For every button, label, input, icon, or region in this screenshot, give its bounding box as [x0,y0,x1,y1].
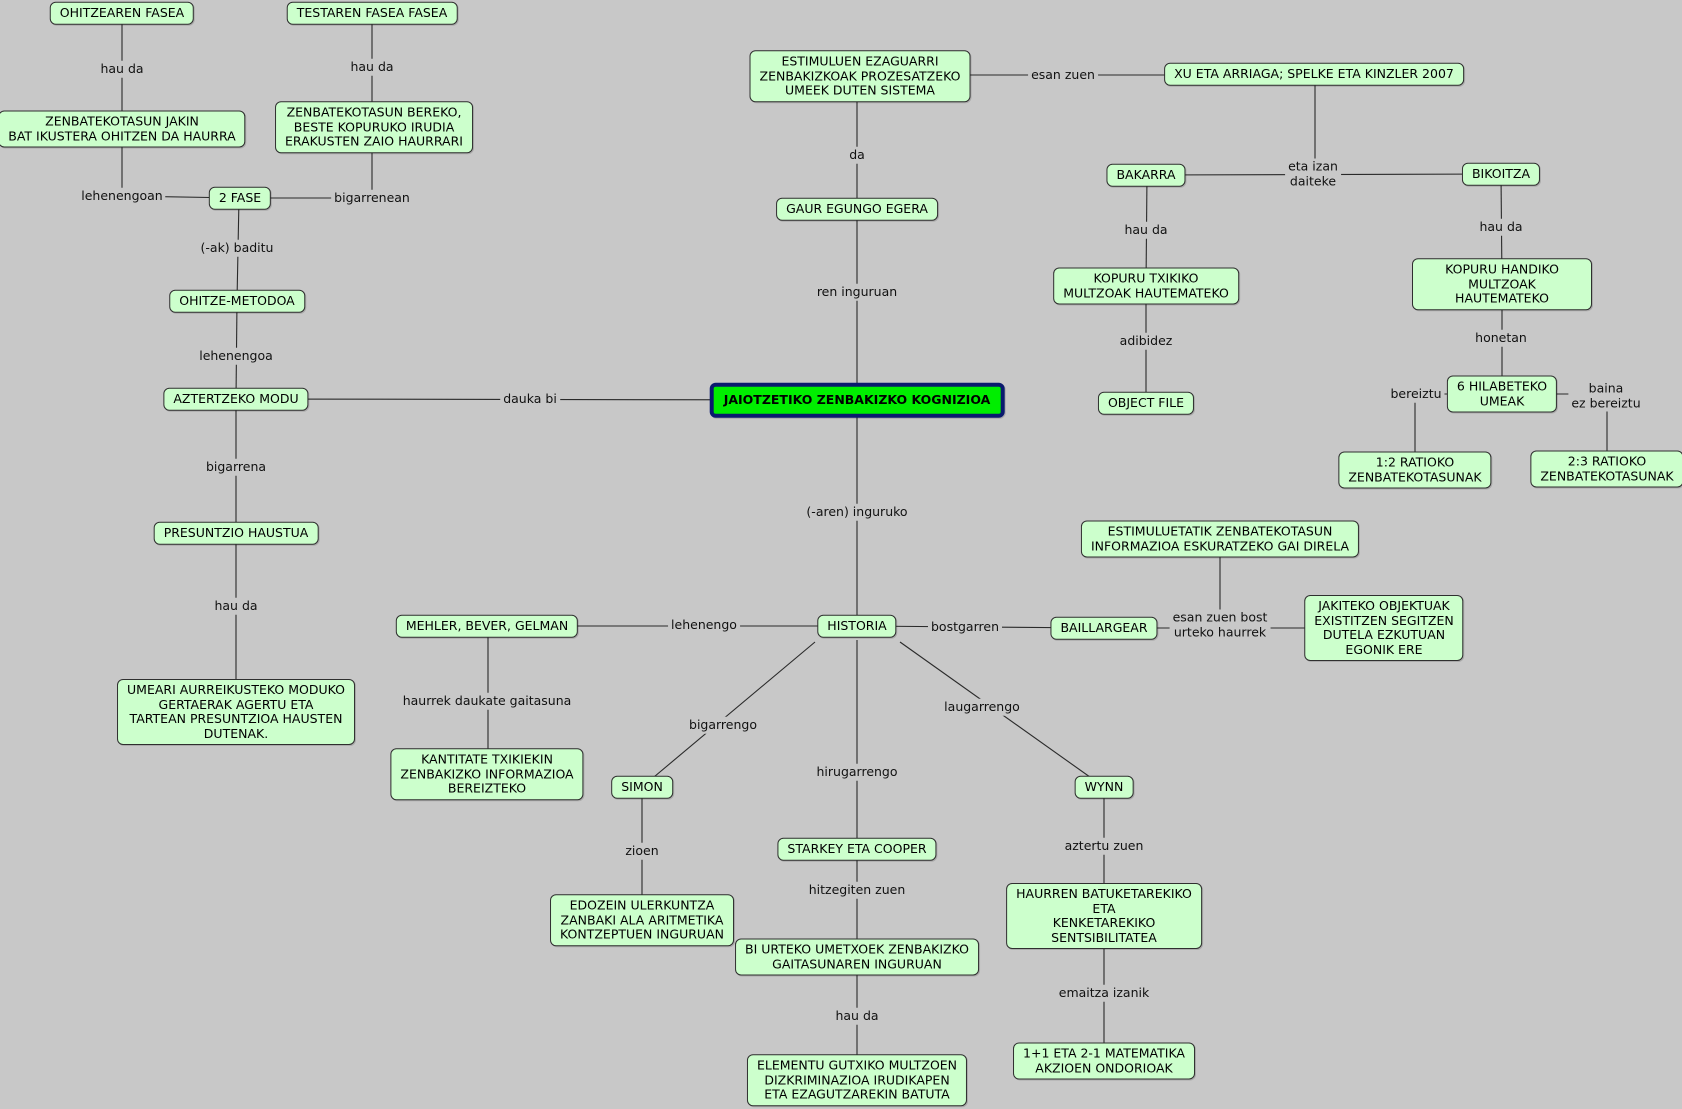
link-hau-da: hau da [211,597,261,615]
concept-historia[interactable]: HISTORIA [817,614,897,638]
link-hau-da: hau da [832,1007,882,1025]
link-bigarrena: bigarrena [202,458,270,476]
concept-object-file[interactable]: OBJECT FILE [1097,391,1195,415]
concept-estimuluen-ezaguarri[interactable]: ESTIMULUEN EZAGUARRI ZENBAKIZKOAK PROZES… [749,50,971,102]
link-haurrek-daukate: haurrek daukate gaitasuna [399,692,575,710]
concept-wynn[interactable]: WYNN [1074,775,1134,799]
link-aren-inguruko: (-aren) inguruko [803,503,911,521]
link-lehenengoan: lehenengoan [78,187,166,205]
link-hau-da: hau da [1476,218,1526,236]
link-eta-izan-daiteke: eta izan daiteke [1285,158,1341,190]
concept-testaren-fasea[interactable]: TESTAREN FASEA FASEA [286,1,458,25]
link-ren-inguruan: ren inguruan [813,283,901,301]
concept-jakiteko-objektuak[interactable]: JAKITEKO OBJEKTUAK EXISTITZEN SEGITZEN D… [1304,595,1464,661]
link-hau-da: hau da [1121,221,1171,239]
link-baina-ez-bereiztu: baina ez bereiztu [1568,380,1644,412]
link-dauka-bi: dauka bi [500,390,560,408]
concept-ratio-2-3[interactable]: 2:3 RATIOKO ZENBATEKOTASUNAK [1530,450,1682,488]
link-bigarrengo: bigarrengo [686,716,760,734]
concept-presuntzio-haustua[interactable]: PRESUNTZIO HAUSTUA [153,521,319,545]
concept-elementu-gutxiko[interactable]: ELEMENTU GUTXIKO MULTZOEN DIZKRIMINAZIOA… [746,1054,968,1106]
link-laugarrengo: laugarrengo [941,698,1023,716]
concept-mehler-bever-gelman[interactable]: MEHLER, BEVER, GELMAN [395,614,579,638]
concept-baillargear[interactable]: BAILLARGEAR [1050,616,1158,640]
concept-zenbatekotasun-bereko[interactable]: ZENBATEKOTASUN BEREKO, BESTE KOPURUKO IR… [275,101,473,153]
concept-simon[interactable]: SIMON [611,775,673,799]
concept-ratio-1-2[interactable]: 1:2 RATIOKO ZENBATEKOTASUNAK [1338,451,1492,489]
link-da: da [846,146,868,164]
concept-2-fase[interactable]: 2 FASE [208,186,272,210]
link-hau-da: hau da [347,58,397,76]
link-hirugarrengo: hirugarrengo [813,763,901,781]
link-hau-da: hau da [97,60,147,78]
concept-xu-arriaga[interactable]: XU ETA ARRIAGA; SPELKE ETA KINZLER 2007 [1164,62,1464,86]
concept-6-hilabeteko-umeak[interactable]: 6 HILABETEKO UMEAK [1446,375,1558,413]
concept-edozein-ulerkuntza[interactable]: EDOZEIN ULERKUNTZA ZANBAKI ALA ARITMETIK… [550,894,734,946]
concept-kantitate-txikiekin[interactable]: KANTITATE TXIKIEKIN ZENBAKIZKO INFORMAZI… [390,748,584,800]
concept-aztertzeko-modu[interactable]: AZTERTZEKO MODU [163,387,309,411]
concept-ohitze-metodoa[interactable]: OHITZE-METODOA [169,289,305,313]
concept-estimuluetatik[interactable]: ESTIMULUETATIK ZENBATEKOTASUN INFORMAZIO… [1080,520,1360,558]
link-zioen: zioen [622,842,662,860]
concept-bikoitza[interactable]: BIKOITZA [1461,162,1541,186]
concept-root-jaiotzetiko[interactable]: JAIOTZETIKO ZENBAKIZKO KOGNIZIOA [709,382,1005,418]
link-bigarrenean: bigarrenean [331,189,413,207]
concept-kopuru-handiko[interactable]: KOPURU HANDIKO MULTZOAK HAUTEMATEKO [1412,258,1592,310]
link-hitzegiten-zuen: hitzegiten zuen [805,881,909,899]
concept-haurren-batuketarekiko[interactable]: HAURREN BATUKETAREKIKO ETA KENKETAREKIKO… [1006,883,1202,949]
link-bereiztu: bereiztu [1387,385,1445,403]
concept-zenbatekotasun-jakin[interactable]: ZENBATEKOTASUN JAKIN BAT IKUSTERA OHITZE… [0,110,246,148]
link-emaitza-izanik: emaitza izanik [1055,984,1153,1002]
link-esan-zuen: esan zuen [1028,66,1098,84]
link-honetan: honetan [1472,329,1530,347]
concept-kopuru-txikiko[interactable]: KOPURU TXIKIKO MULTZOAK HAUTEMATEKO [1053,267,1239,305]
concept-matematika-akzioen[interactable]: 1+1 ETA 2-1 MATEMATIKA AKZIOEN ONDORIOAK [1013,1042,1195,1080]
concept-ohitzearen-fasea[interactable]: OHITZEAREN FASEA [49,1,195,25]
link-adibidez: adibidez [1116,332,1176,350]
concept-starkey-eta-cooper[interactable]: STARKEY ETA COOPER [777,837,937,861]
concept-umeari-aurreikusteko[interactable]: UMEARI AURREIKUSTEKO MODUKO GERTAERAK AG… [117,679,355,745]
link-bostgarren: bostgarren [928,618,1002,636]
link-esan-zuen-bost: esan zuen bost urteko haurrek [1169,609,1271,641]
concept-bakarra[interactable]: BAKARRA [1106,163,1186,187]
link-aztertu-zuen: aztertu zuen [1061,837,1147,855]
concept-bi-urteko-umetxoek[interactable]: BI URTEKO UMETXOEK ZENBAKIZKO GAITASUNAR… [735,938,979,976]
link-lehenengoa: lehenengoa [196,347,276,365]
concept-gaur-egungo-egera[interactable]: GAUR EGUNGO EGERA [776,197,938,221]
link-lehenengo: lehenengo [668,616,740,634]
link-ak-baditu: (-ak) baditu [197,239,277,257]
